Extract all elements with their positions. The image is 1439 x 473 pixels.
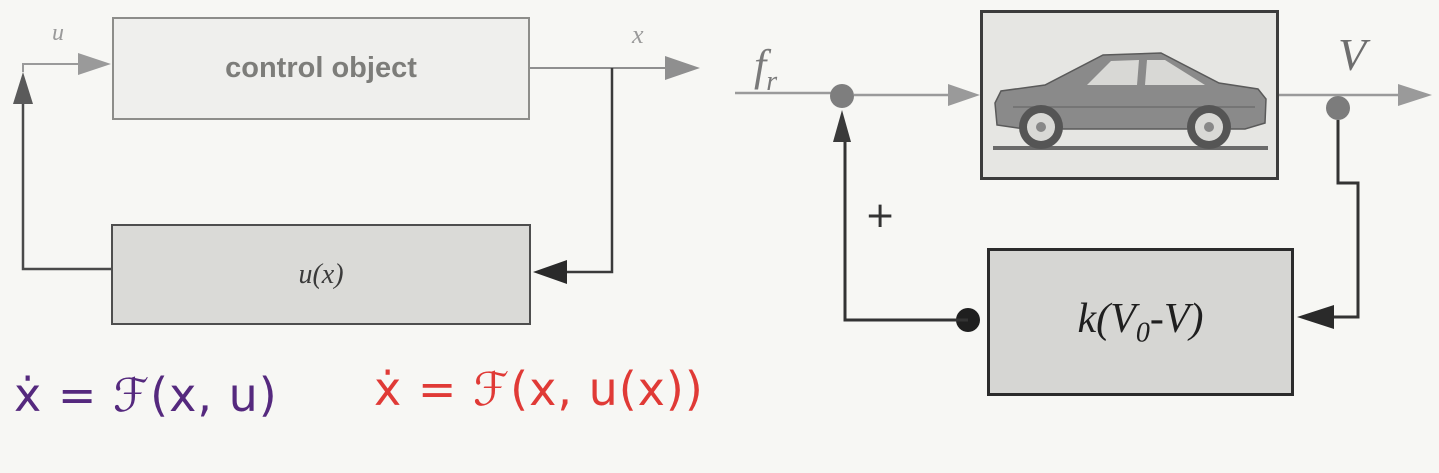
car-icon xyxy=(993,52,1268,150)
control-object-box: control object xyxy=(112,17,530,120)
sum-input-arrow-icon xyxy=(833,110,851,142)
right-feedback-loop xyxy=(735,84,1432,332)
sum-sign-plus: + xyxy=(865,195,896,236)
controller-box-left: u(x) xyxy=(111,224,531,325)
plant-input-arrow-icon xyxy=(948,84,980,106)
output-label-v: V xyxy=(1338,29,1367,80)
controller-label-left: u(x) xyxy=(298,258,344,290)
equation-open-loop: ẋ = ℱ(x, u) xyxy=(14,368,278,422)
control-object-label: control object xyxy=(225,52,417,84)
output-arrow-icon xyxy=(665,56,700,80)
summing-node xyxy=(830,84,854,108)
input-label-u: u xyxy=(52,20,64,46)
reference-label: fr xyxy=(754,41,778,97)
controller-box-right: k(V0-V) xyxy=(987,248,1294,396)
car-plant-box xyxy=(980,10,1279,180)
controller-label-right: k(V0-V) xyxy=(1077,295,1204,349)
left-feedback-loop xyxy=(13,53,700,284)
pickoff-node xyxy=(1326,96,1350,120)
input-arrow-icon xyxy=(78,53,111,75)
equation-closed-loop: ẋ = ℱ(x, u(x)) xyxy=(374,362,704,416)
up-arrow-icon xyxy=(13,72,33,104)
feedback-arrow-icon xyxy=(533,260,567,284)
velocity-arrow-icon xyxy=(1398,84,1432,106)
output-label-x: x xyxy=(632,20,644,49)
controller-input-arrow-icon xyxy=(1297,305,1334,329)
